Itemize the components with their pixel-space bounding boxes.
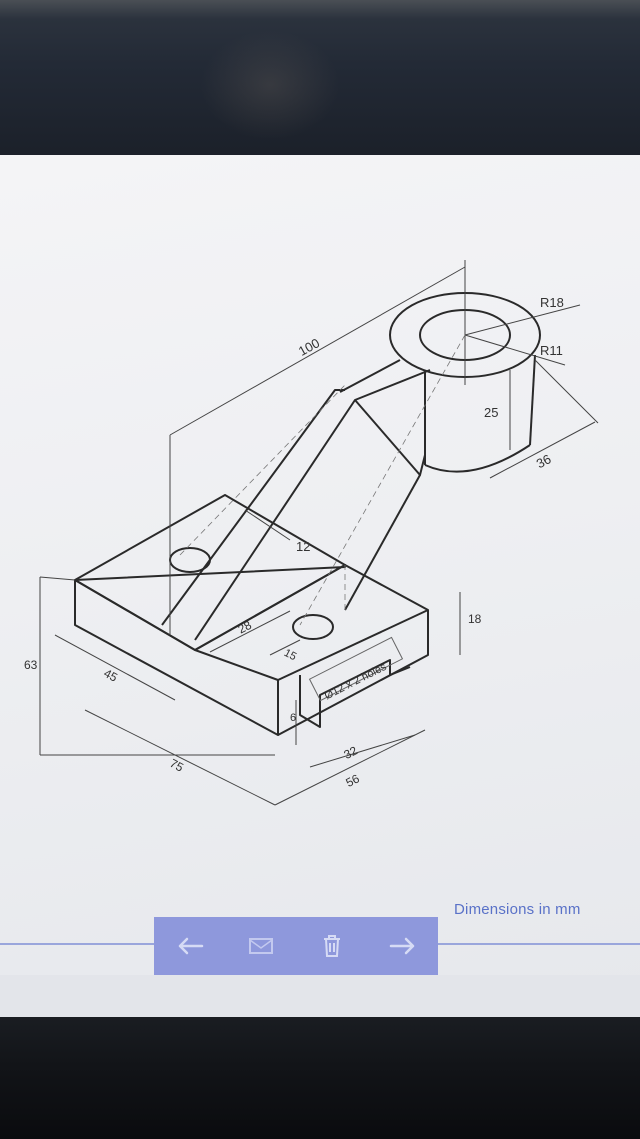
- hole-right: [292, 614, 334, 640]
- mail-button[interactable]: [241, 926, 281, 966]
- toolbar-rule-right: [438, 943, 640, 945]
- dim-18: 18: [468, 612, 482, 626]
- dim-75: 75: [167, 756, 186, 775]
- dim-100: 100: [296, 335, 322, 359]
- dimensions-caption: Dimensions in mm: [454, 901, 581, 918]
- arm-left-edge: [161, 389, 345, 626]
- isometric-drawing: 100 R18 R11 25 36 12 63 18 28 15 Ø12 x 2…: [24, 260, 599, 806]
- screen-lower-strip: [0, 975, 640, 1017]
- dim-6: 6: [290, 712, 296, 724]
- mail-icon: [248, 938, 273, 954]
- dim-r11: R11: [540, 343, 563, 358]
- dim-12: 12: [296, 539, 310, 554]
- monitor-bottom-bezel: [0, 1017, 640, 1139]
- arrow-right-icon: [389, 937, 414, 955]
- trash-icon: [323, 935, 340, 957]
- viewer-toolbar: [154, 917, 438, 975]
- back-button[interactable]: [170, 926, 210, 966]
- dim-28: 28: [236, 618, 255, 637]
- delete-button[interactable]: [312, 926, 352, 966]
- image-viewer-screen: 100 R18 R11 25 36 12 63 18 28 15 Ø12 x 2…: [0, 155, 640, 1017]
- arrow-left-icon: [178, 937, 203, 955]
- forward-button[interactable]: [383, 926, 423, 966]
- toolbar-rule-left: [0, 943, 154, 945]
- dim-56: 56: [343, 771, 362, 790]
- dim-36: 36: [534, 451, 554, 471]
- base-left-face: [74, 580, 279, 736]
- dim-32: 32: [341, 743, 360, 762]
- dim-63: 63: [24, 658, 38, 672]
- dim-45: 45: [101, 666, 120, 685]
- dim-15: 15: [282, 647, 298, 663]
- monitor-top-bezel: [0, 0, 640, 160]
- dim-25: 25: [484, 405, 498, 420]
- dim-r18: R18: [540, 295, 564, 310]
